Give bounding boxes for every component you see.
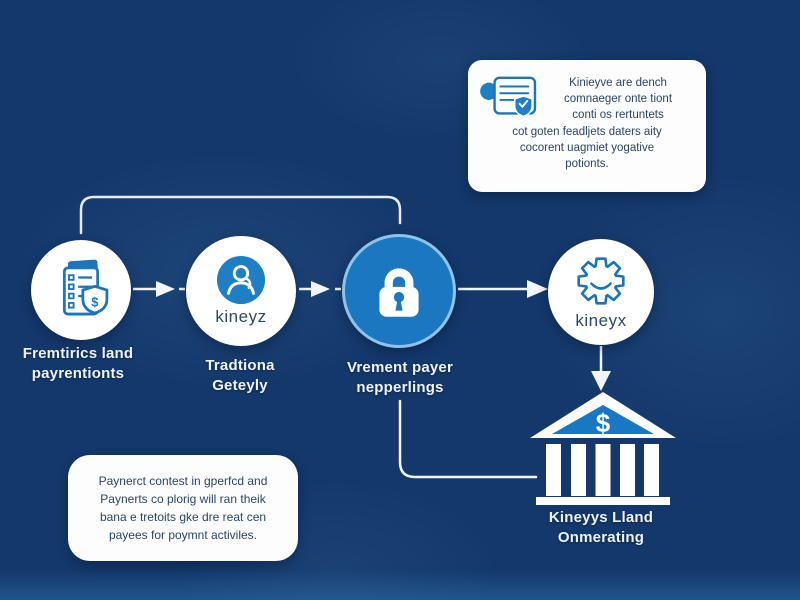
- bank-label: Kineyys Lland Onmerating: [548, 509, 654, 546]
- bottom-callout-box: Paynerct contest in gperfcd and Paynerts…: [68, 455, 298, 561]
- callout-line: cocorent uagmiet yogative: [519, 142, 655, 155]
- user-icon: [216, 255, 266, 305]
- callout-line: payees for poymnt activiles.: [108, 528, 258, 542]
- node-label-gateway: Tradtiona Geteyly: [205, 357, 275, 394]
- flow-node-documents: $: [31, 240, 131, 340]
- callout-line: Paynerts co plorig will ran theik: [100, 492, 266, 506]
- callout-line: comnaeger onte tiont: [563, 92, 673, 105]
- callout-line: potionts.: [565, 158, 609, 171]
- gear-smile-icon: [577, 257, 625, 305]
- dollar-sign: $: [596, 408, 611, 438]
- down-arrow: [591, 346, 611, 391]
- callout-line: Kinieyve are dench: [569, 76, 667, 89]
- top-callout-box: Kinieyve are dench comnaeger onte tiont …: [468, 60, 706, 192]
- flow-arrow-3: [458, 280, 548, 298]
- callout-line: Paynerct contest in gperfcd and: [98, 474, 268, 488]
- node-label-secure: Vrement payer nepperlings: [347, 359, 453, 396]
- shield-dollar-glyph: $: [91, 295, 99, 310]
- flow-arrow-2: [299, 281, 341, 297]
- document-shield-icon: [480, 76, 537, 118]
- lock-icon: [379, 268, 419, 317]
- callout-line: cot goten feadljets daters aity: [512, 126, 662, 138]
- processor-name: kineyx: [575, 311, 627, 330]
- flow-node-processor: kineyx: [548, 239, 654, 345]
- elbow-connector: [398, 399, 538, 479]
- flow-arrow-1: [133, 281, 185, 297]
- bank-icon: $: [530, 392, 676, 505]
- flow-node-gateway: kineyz: [186, 236, 296, 346]
- bottom-gradient-strip: [0, 570, 800, 600]
- gateway-name: kineyz: [215, 307, 267, 326]
- bracket-connector: [79, 195, 402, 235]
- callout-line: conti os rertuntets: [572, 109, 664, 122]
- node-label-documents: Fremtirics land payrentionts: [22, 345, 134, 382]
- flow-node-secure: [342, 234, 456, 348]
- clipboard-shield-icon: $: [62, 259, 109, 316]
- callout-line: bana e tretoits gke dre reat cen: [99, 510, 267, 524]
